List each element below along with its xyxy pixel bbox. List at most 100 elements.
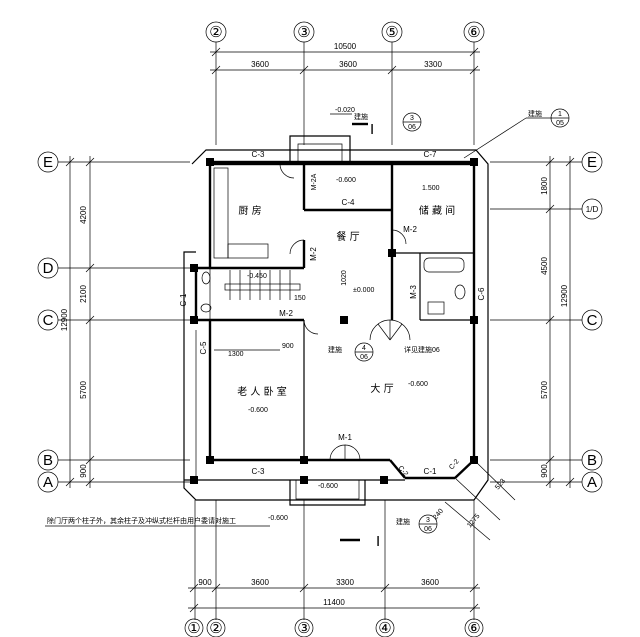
dimensions-left: 12900 4200 2100 5700 900 xyxy=(60,156,95,488)
level-storage: 1.500 xyxy=(422,185,440,192)
toilet-right xyxy=(454,284,466,300)
window-c6: C-6 xyxy=(477,287,486,300)
dim-left-d: 900 xyxy=(79,464,88,478)
level-stair-landing: -0.450 xyxy=(247,273,267,280)
level-top-ext: -0.020 xyxy=(335,107,355,114)
stair xyxy=(224,270,301,300)
note-see-jianshi06: 详见建施06 xyxy=(404,345,440,354)
ref-06-top: 06 xyxy=(408,124,416,131)
grid-axes-top: ② ③ ⑤ ⑥ xyxy=(205,21,485,145)
dim-1020: 1020 xyxy=(341,270,348,286)
level-living: -0.600 xyxy=(408,381,428,388)
window-c5: C-5 xyxy=(199,341,208,354)
room-labels: 厨 房 餐 厅 储 藏 间 老 人 卧 室 大 厅 xyxy=(237,204,455,398)
grid-label-top-2: ② xyxy=(209,24,222,41)
grid-label-top-6: ⑥ xyxy=(467,24,480,41)
grid-label-right-E: E xyxy=(587,154,597,171)
room-dining: 餐 厅 xyxy=(336,230,359,243)
dimensions-right: 1800 4500 5700 900 12900 xyxy=(540,156,575,488)
exterior-walls xyxy=(183,135,489,506)
grid-label-right-C: C xyxy=(587,312,598,329)
dim-900: 900 xyxy=(282,343,294,350)
dim-left-a: 4200 xyxy=(79,206,88,224)
window-c3-top: C-3 xyxy=(252,150,265,159)
note-jianshi-bottom: 建施 xyxy=(396,517,410,526)
dim-left-b: 2100 xyxy=(79,285,88,303)
grid-label-right-1D: 1/D xyxy=(586,205,599,214)
dim-523: 523 xyxy=(494,478,507,492)
level-m2a-area: -0.600 xyxy=(336,177,356,184)
dim-bottom-a: 900 xyxy=(198,578,212,587)
door-m2-dining: M-2 xyxy=(309,247,318,261)
grid-label-bottom-2: ② xyxy=(209,620,222,637)
level-marks: -0.020 -0.600 1.500 -0.450 ±0.000 -0.600… xyxy=(247,107,440,522)
window-c1-bottom: C-1 xyxy=(424,467,437,476)
dim-bottom-total: 11400 xyxy=(323,598,345,607)
window-c3-bottom: C-3 xyxy=(252,467,265,476)
dim-right-d: 900 xyxy=(540,464,549,478)
grid-axes-bottom: ① ② ③ ④ ⑥ xyxy=(184,500,484,637)
note-jianshi-right: 建施 xyxy=(528,109,542,118)
note-jianshi-mid: 建施 xyxy=(328,345,342,354)
dim-right-total: 12900 xyxy=(560,284,569,307)
general-note: 除门厅两个柱子外，其余柱子及冲纵式栏杆由用户委请对施工 xyxy=(47,516,236,525)
level-dining: ±0.000 xyxy=(353,287,374,294)
ref-06-bottom: 06 xyxy=(424,526,432,533)
dim-right-a: 1800 xyxy=(540,177,549,195)
grid-label-left-E: E xyxy=(43,154,53,171)
dim-150: 150 xyxy=(294,295,306,302)
grid-label-right-B: B xyxy=(587,452,597,469)
grid-label-bottom-3: ③ xyxy=(297,620,310,637)
window-c1-left: C-1 xyxy=(179,293,188,306)
dimensions-bottom: 900 3600 3300 3600 11400 xyxy=(188,578,480,613)
washbasin xyxy=(200,303,212,313)
window-c7: C-7 xyxy=(424,150,437,159)
ref-3-bottom: 3 xyxy=(426,517,430,524)
door-m2a: M-2A xyxy=(311,173,318,190)
grid-label-left-B: B xyxy=(43,452,53,469)
grid-axes-right: E 1/D C B A xyxy=(490,151,603,493)
grid-label-top-3: ③ xyxy=(297,24,310,41)
toilet xyxy=(201,271,211,285)
grid-label-left-C: C xyxy=(43,312,54,329)
door-m2-bedroom: M-2 xyxy=(279,309,293,318)
level-elderly: -0.600 xyxy=(248,407,268,414)
dimensions-top: 10500 3600 3600 3300 xyxy=(210,42,480,75)
dim-left-total: 12900 xyxy=(60,308,69,331)
room-elderly-bedroom: 老 人 卧 室 xyxy=(237,385,287,398)
ref-05: 05 xyxy=(556,120,564,127)
level-bottom-left: -0.600 xyxy=(268,515,288,522)
window-c2-b: C-2 xyxy=(448,458,461,471)
door-m1: M-1 xyxy=(338,433,352,442)
dim-240: 240 xyxy=(432,508,445,522)
door-m3: M-3 xyxy=(409,285,418,299)
reference-callouts: I 建施 3 06 建施 1 05 建施 4 06 详见建施06 I 建施 3 … xyxy=(45,108,570,550)
grid-label-left-A: A xyxy=(43,474,53,491)
ref-06-mid: 06 xyxy=(360,354,368,361)
grid-label-right-A: A xyxy=(587,474,597,491)
room-kitchen: 厨 房 xyxy=(238,204,261,217)
dim-top-a: 3600 xyxy=(251,60,269,69)
note-jianshi-top: 建施 xyxy=(354,112,368,121)
room-living: 大 厅 xyxy=(370,382,393,395)
dim-right-c: 5700 xyxy=(540,381,549,399)
dim-top-total: 10500 xyxy=(334,42,357,51)
dim-right-b: 4500 xyxy=(540,257,549,275)
dim-top-c: 3300 xyxy=(424,60,442,69)
ref-4: 4 xyxy=(362,345,366,352)
grid-label-bottom-1: ① xyxy=(187,620,200,637)
ref-1: 1 xyxy=(558,111,562,118)
washbasin-right xyxy=(427,301,445,315)
door-labels: M-1 M-2A M-2 M-2 M-3 M-2 xyxy=(279,173,418,442)
dim-bottom-c: 3300 xyxy=(336,578,354,587)
ref-3-top: 3 xyxy=(410,115,414,122)
dim-1300: 1300 xyxy=(228,351,244,358)
dim-bottom-b: 3600 xyxy=(251,578,269,587)
section-mark-bottom: I xyxy=(376,533,380,550)
window-c4: C-4 xyxy=(342,198,355,207)
dim-left-c: 5700 xyxy=(79,381,88,399)
grid-axes-left: E D C B A xyxy=(37,151,190,493)
dim-top-b: 3600 xyxy=(339,60,357,69)
grid-label-top-5: ⑤ xyxy=(385,24,398,41)
